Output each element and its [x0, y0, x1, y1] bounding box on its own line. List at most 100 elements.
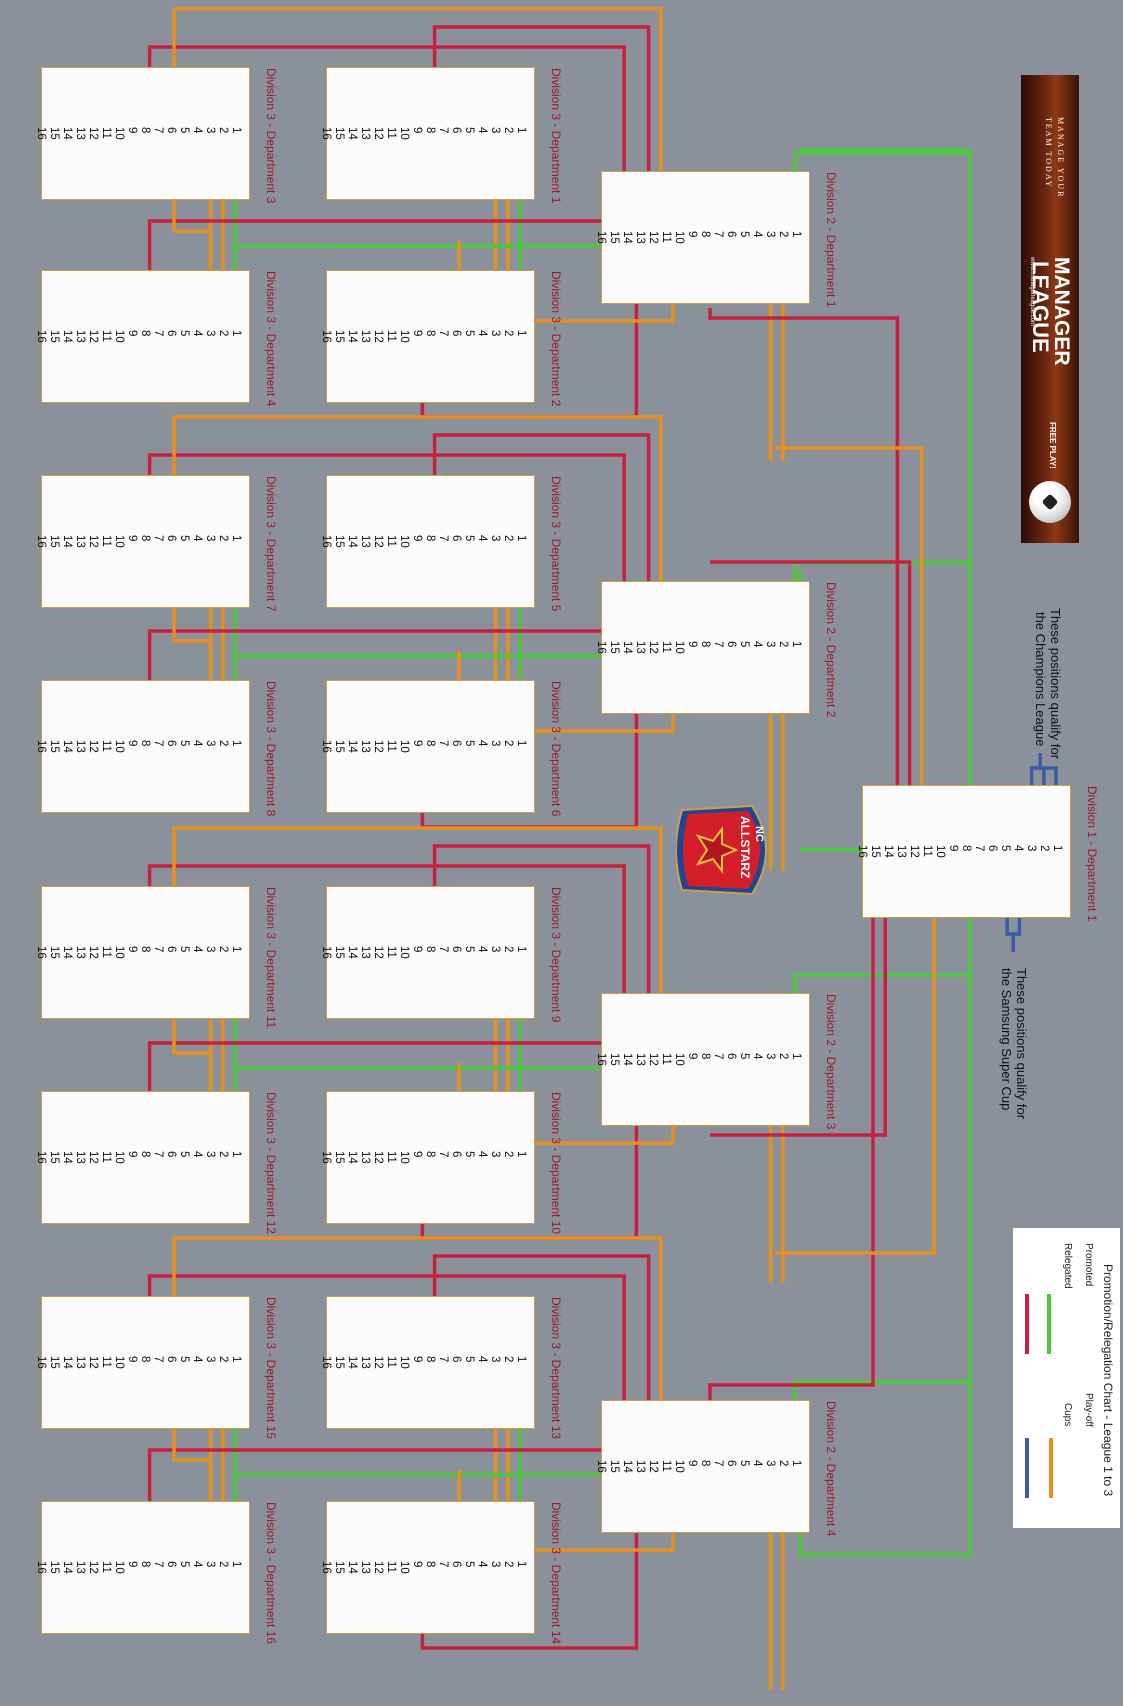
position-number: 8	[960, 845, 972, 852]
position-number: 4	[1012, 845, 1024, 852]
position-number: 4	[191, 1356, 203, 1363]
position-number: 1	[790, 641, 802, 648]
position-number: 8	[699, 1053, 711, 1060]
position-number: 10	[113, 330, 125, 343]
position-number: 5	[178, 1561, 190, 1568]
position-number: 1	[230, 1356, 242, 1363]
position-number: 6	[165, 1356, 177, 1363]
position-number: 9	[126, 1561, 138, 1568]
position-number: 2	[217, 1151, 229, 1158]
position-number: 11	[921, 845, 933, 857]
position-number: 5	[738, 641, 750, 648]
position-number: 10	[113, 1356, 125, 1369]
position-number: 1	[515, 127, 527, 134]
connection-line	[710, 560, 912, 845]
position-number: 2	[502, 1356, 514, 1363]
position-number: 3	[204, 1356, 216, 1363]
legend: Promotion/Relegation Chart - League 1 to…	[1013, 1228, 1120, 1528]
position-number: 4	[191, 330, 203, 337]
position-number: 13	[634, 231, 646, 244]
position-number: 2	[1038, 845, 1050, 852]
position-number: 7	[712, 1460, 724, 1467]
position-number: 15	[608, 1053, 620, 1066]
position-number: 6	[725, 641, 737, 648]
position-number: 11	[100, 1561, 112, 1573]
position-number: 10	[398, 1561, 410, 1574]
position-number: 5	[178, 1151, 190, 1158]
position-number: 10	[113, 946, 125, 959]
position-number: 11	[385, 1151, 397, 1163]
position-number: 6	[165, 946, 177, 953]
position-number: 15	[48, 1561, 60, 1574]
position-number: 13	[359, 946, 371, 959]
position-number: 9	[686, 641, 698, 648]
position-number: 16	[35, 946, 47, 959]
position-number: 6	[725, 1460, 737, 1467]
position-number: 7	[152, 535, 164, 542]
position-number: 15	[48, 1151, 60, 1164]
position-number: 10	[673, 641, 685, 654]
department-title: Division 3 - Department 7	[264, 476, 278, 612]
soccer-ball-icon	[1029, 481, 1071, 523]
position-number: 8	[139, 1151, 151, 1158]
position-number: 14	[621, 641, 633, 654]
position-number: 1	[230, 535, 242, 542]
position-number: 11	[385, 127, 397, 139]
position-number: 1	[230, 946, 242, 953]
position-number: 15	[608, 1460, 620, 1473]
department-title: Division 2 - Department 2	[824, 582, 838, 718]
position-number: 6	[450, 127, 462, 134]
position-number: 5	[463, 1151, 475, 1158]
position-number: 2	[502, 1561, 514, 1568]
position-number: 10	[113, 1151, 125, 1164]
position-number: 6	[450, 1151, 462, 1158]
position-number: 7	[437, 1356, 449, 1363]
department-title: Division 3 - Department 8	[264, 681, 278, 817]
connection-line	[147, 1274, 626, 1450]
position-number: 5	[463, 330, 475, 337]
manager-league-banner[interactable]: MANAGE YOUR TEAM TODAY MANAGER LEAGUE ww…	[1021, 75, 1079, 543]
position-number: 4	[476, 535, 488, 542]
position-number: 12	[372, 1561, 384, 1574]
position-number: 10	[398, 946, 410, 959]
position-number: 3	[1025, 845, 1037, 852]
position-number: 2	[502, 330, 514, 337]
position-number: 3	[489, 1561, 501, 1568]
position-number: 6	[725, 231, 737, 238]
position-number: 3	[489, 946, 501, 953]
position-number: 4	[476, 330, 488, 337]
position-number: 12	[87, 127, 99, 140]
position-number: 12	[87, 1356, 99, 1369]
position-number: 15	[333, 127, 345, 140]
position-number: 13	[74, 330, 86, 343]
position-number: 1	[230, 127, 242, 134]
department-title: Division 2 - Department 4	[824, 1401, 838, 1537]
legend-promoted-swatch	[1047, 1294, 1051, 1354]
position-number: 6	[165, 535, 177, 542]
position-number: 15	[333, 1151, 345, 1164]
position-number: 9	[686, 1460, 698, 1467]
position-number: 13	[359, 1356, 371, 1369]
position-number: 14	[61, 1356, 73, 1369]
position-number: 7	[437, 740, 449, 747]
position-number: 14	[61, 740, 73, 753]
position-number: 14	[346, 1151, 358, 1164]
position-number: 7	[712, 641, 724, 648]
legend-playoff-label: Play-off	[1083, 1393, 1094, 1427]
connection-line	[793, 973, 970, 1053]
department-title: Division 3 - Department 6	[549, 681, 563, 817]
position-number: 12	[87, 1561, 99, 1574]
position-number: 10	[934, 845, 946, 858]
position-number: 9	[411, 1151, 423, 1158]
